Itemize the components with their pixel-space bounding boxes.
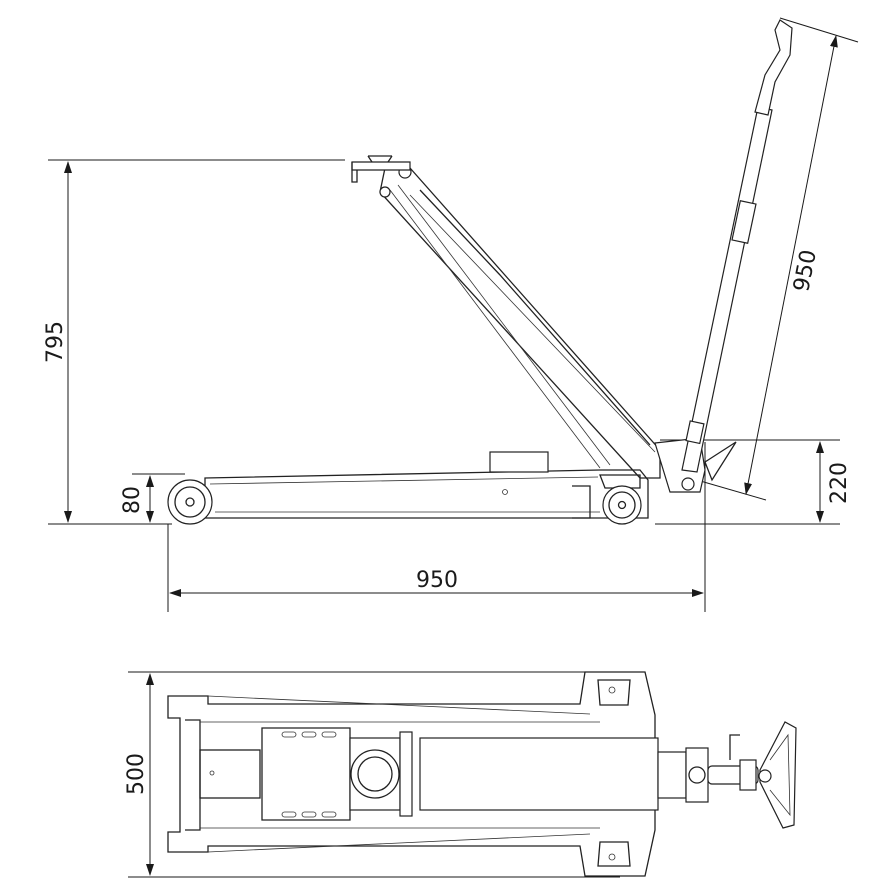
length-label: 950 [416, 568, 458, 593]
dimension-min-height: 80 [120, 473, 185, 523]
front-caster [599, 474, 642, 525]
dimension-handle-length: 950 [689, 17, 859, 501]
rear-wheel [167, 479, 213, 525]
min-height-label: 80 [120, 486, 145, 514]
jack-side-view [167, 19, 793, 525]
saddle [351, 155, 411, 183]
pivot-height-label: 220 [827, 462, 852, 504]
lift-arm [379, 165, 661, 479]
handle [681, 19, 793, 473]
handle-socket-top [657, 734, 759, 803]
handle-length-label: 950 [789, 248, 822, 294]
caster-plates [597, 679, 631, 867]
lift-arm-top [419, 737, 659, 811]
width-label: 500 [124, 753, 149, 795]
handle-grip-top [758, 721, 797, 829]
pump-cylinder [489, 451, 549, 473]
dimension-max-height: 795 [43, 159, 345, 525]
saddle-top [349, 737, 401, 811]
dimension-length: 950 [167, 442, 706, 612]
handle-grip [754, 19, 793, 116]
frame-outline [167, 671, 656, 877]
max-height-label: 795 [43, 321, 68, 363]
jack-top-view [167, 671, 797, 877]
dimension-width: 500 [124, 671, 620, 878]
